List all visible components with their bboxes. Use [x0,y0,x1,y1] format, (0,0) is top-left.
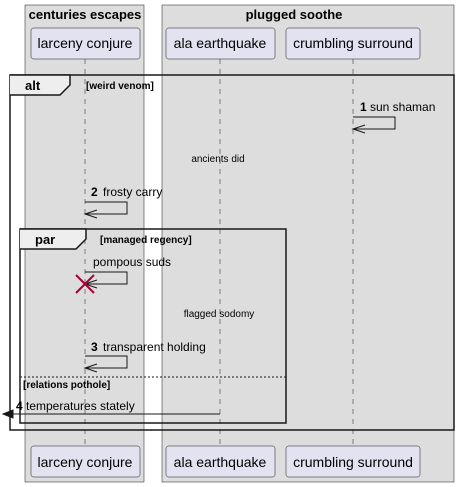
message-arrow-1 [353,116,396,130]
participant-label-larceny-conjure-top: larceny conjure [38,35,133,51]
message-number-2: 2 [91,185,98,199]
participant-label-crumbling-surround-top: crumbling surround [293,35,413,51]
message-label-4: temperatures stately [26,399,135,413]
alt-frame [9,74,455,431]
message-number-4: 4 [16,399,23,413]
par-else-condition: [relations pothole] [23,380,110,391]
par-frame-tab [20,228,87,250]
alt-frame-condition: [weird venom] [86,81,154,92]
message-arrowhead-3 [83,363,98,373]
group-box-plugged-soothe [161,4,455,483]
message-label-2: frosty carry [103,185,162,199]
participant-label-ala-earthquake-top: ala earthquake [174,35,267,51]
participant-label-crumbling-surround-bottom: crumbling surround [293,454,413,470]
participant-box-larceny-conjure-top [30,27,141,60]
message-arrow-3 [85,355,128,369]
delay-label-flagged-sodomy: flagged sodomy [184,309,255,320]
alt-frame-keyword: alt [25,78,41,93]
participant-box-crumbling-surround-top [285,27,421,60]
participant-box-ala-earthquake-bottom [165,445,276,478]
par-frame [19,228,287,424]
delay-label-ancients-did: ancients did [191,154,244,165]
par-frame-condition: [managed regency] [100,235,192,246]
participant-box-larceny-conjure-bottom [30,445,141,478]
message-label-1: sun shaman [370,100,435,114]
message-number-3: 3 [91,340,98,354]
message-arrow-2 [85,201,128,215]
message-label-pompous-suds: pompous suds [93,255,171,269]
message-label-3: transparent holding [103,340,206,354]
alt-frame-tab [10,74,71,96]
group-title-plugged-soothe: plugged soothe [246,7,343,22]
group-title-centuries-escapes: centuries escapes [29,7,142,22]
par-frame-keyword: par [35,232,55,247]
message-arrowhead-1 [351,124,366,134]
participant-label-ala-earthquake-bottom: ala earthquake [174,454,267,470]
message-arrow-pompous-suds [85,271,128,285]
message-arrowhead-2 [83,209,98,219]
participant-label-larceny-conjure-bottom: larceny conjure [38,454,133,470]
message-number-1: 1 [360,100,367,114]
message-arrowhead-4 [1,409,14,419]
participant-box-ala-earthquake-top [165,27,276,60]
participant-box-crumbling-surround-bottom [285,445,421,478]
destroy-x-icon [75,274,95,294]
